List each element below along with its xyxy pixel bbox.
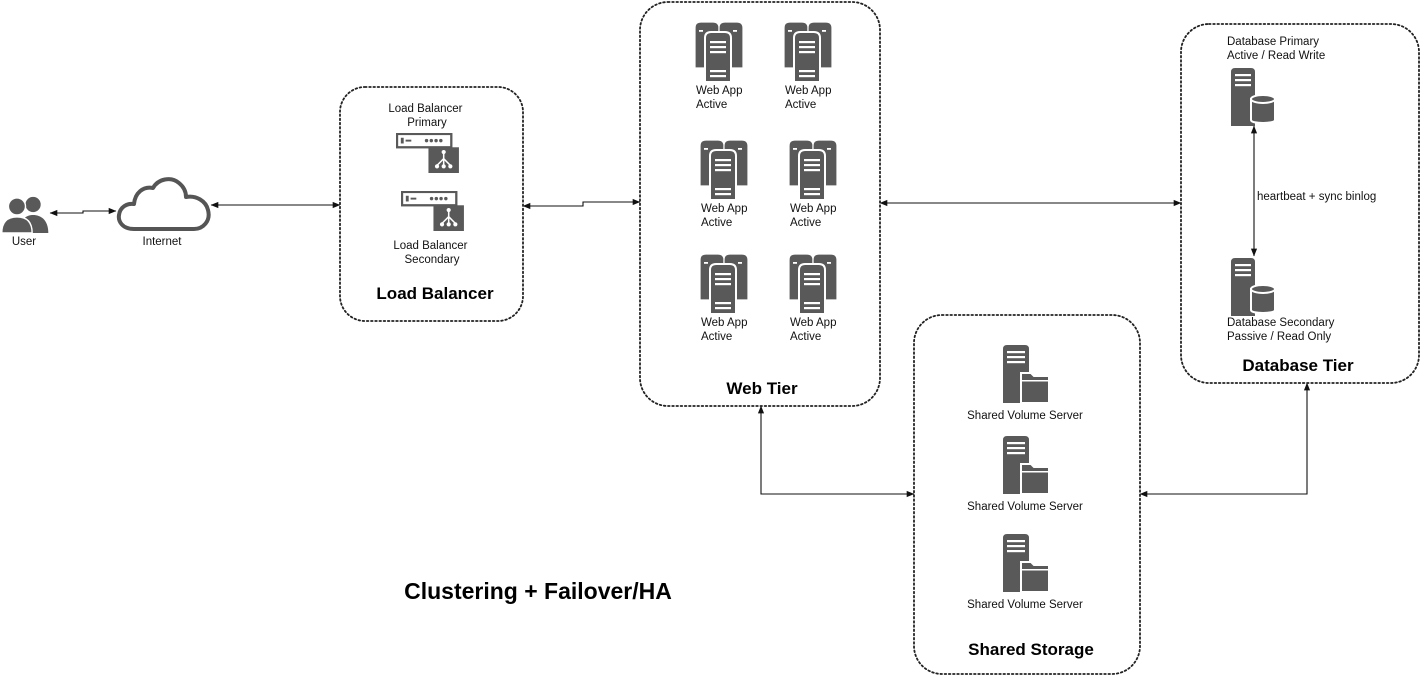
web-tier-title: Web Tier [726,379,798,398]
db-secondary-label: Database Secondary Passive / Read Only [1227,317,1338,343]
database-tier-group: Database Primary Active / Read Write hea… [1180,23,1420,384]
web-app-label: Web App Active [701,203,751,229]
shared-volume-label: Shared Volume Server [967,599,1083,611]
database-tier-title: Database Tier [1242,356,1354,375]
edge-webtier-storage [757,405,915,498]
web-tier-frame [639,1,881,407]
lb-primary-label: Load Balancer Primary [388,103,465,129]
web-app-label: Web App Active [790,317,840,343]
web-app-label: Web App Active [701,317,751,343]
cloud-icon [116,177,211,231]
internet-label: Internet [143,236,183,248]
web-app-label: Web App Active [790,203,840,229]
user-label: User [12,236,36,248]
db-primary-label: Database Primary Active / Read Write [1227,36,1325,62]
heartbeat-label: heartbeat + sync binlog [1257,191,1376,203]
internet-node: Internet [116,177,211,248]
users-icon [1,196,50,233]
shared-storage-group: Shared Volume Server Shared Volume Serve… [913,314,1141,675]
load-balancer-title: Load Balancer [376,284,494,303]
edge-loadbalancer-webtier [522,198,641,210]
user-actor: User [1,196,50,248]
shared-storage-frame [913,314,1141,675]
load-balancer-group: Load Balancer Primary Load Balancer Seco… [339,86,524,322]
shared-volume-label: Shared Volume Server [967,410,1083,422]
edge-database-storage [1139,382,1311,498]
connectors [49,198,1311,498]
database-tier-frame [1180,23,1420,384]
web-app-label: Web App Active [785,85,835,111]
shared-storage-title: Shared Storage [968,640,1094,659]
diagram-title: Clustering + Failover/HA [404,578,672,604]
edge-user-internet [49,207,117,217]
web-tier-group: Web App Active Web App Active Web App Ac… [639,1,881,407]
lb-secondary-label: Load Balancer Secondary [393,240,470,266]
shared-volume-label: Shared Volume Server [967,501,1083,513]
web-app-label: Web App Active [696,85,746,111]
